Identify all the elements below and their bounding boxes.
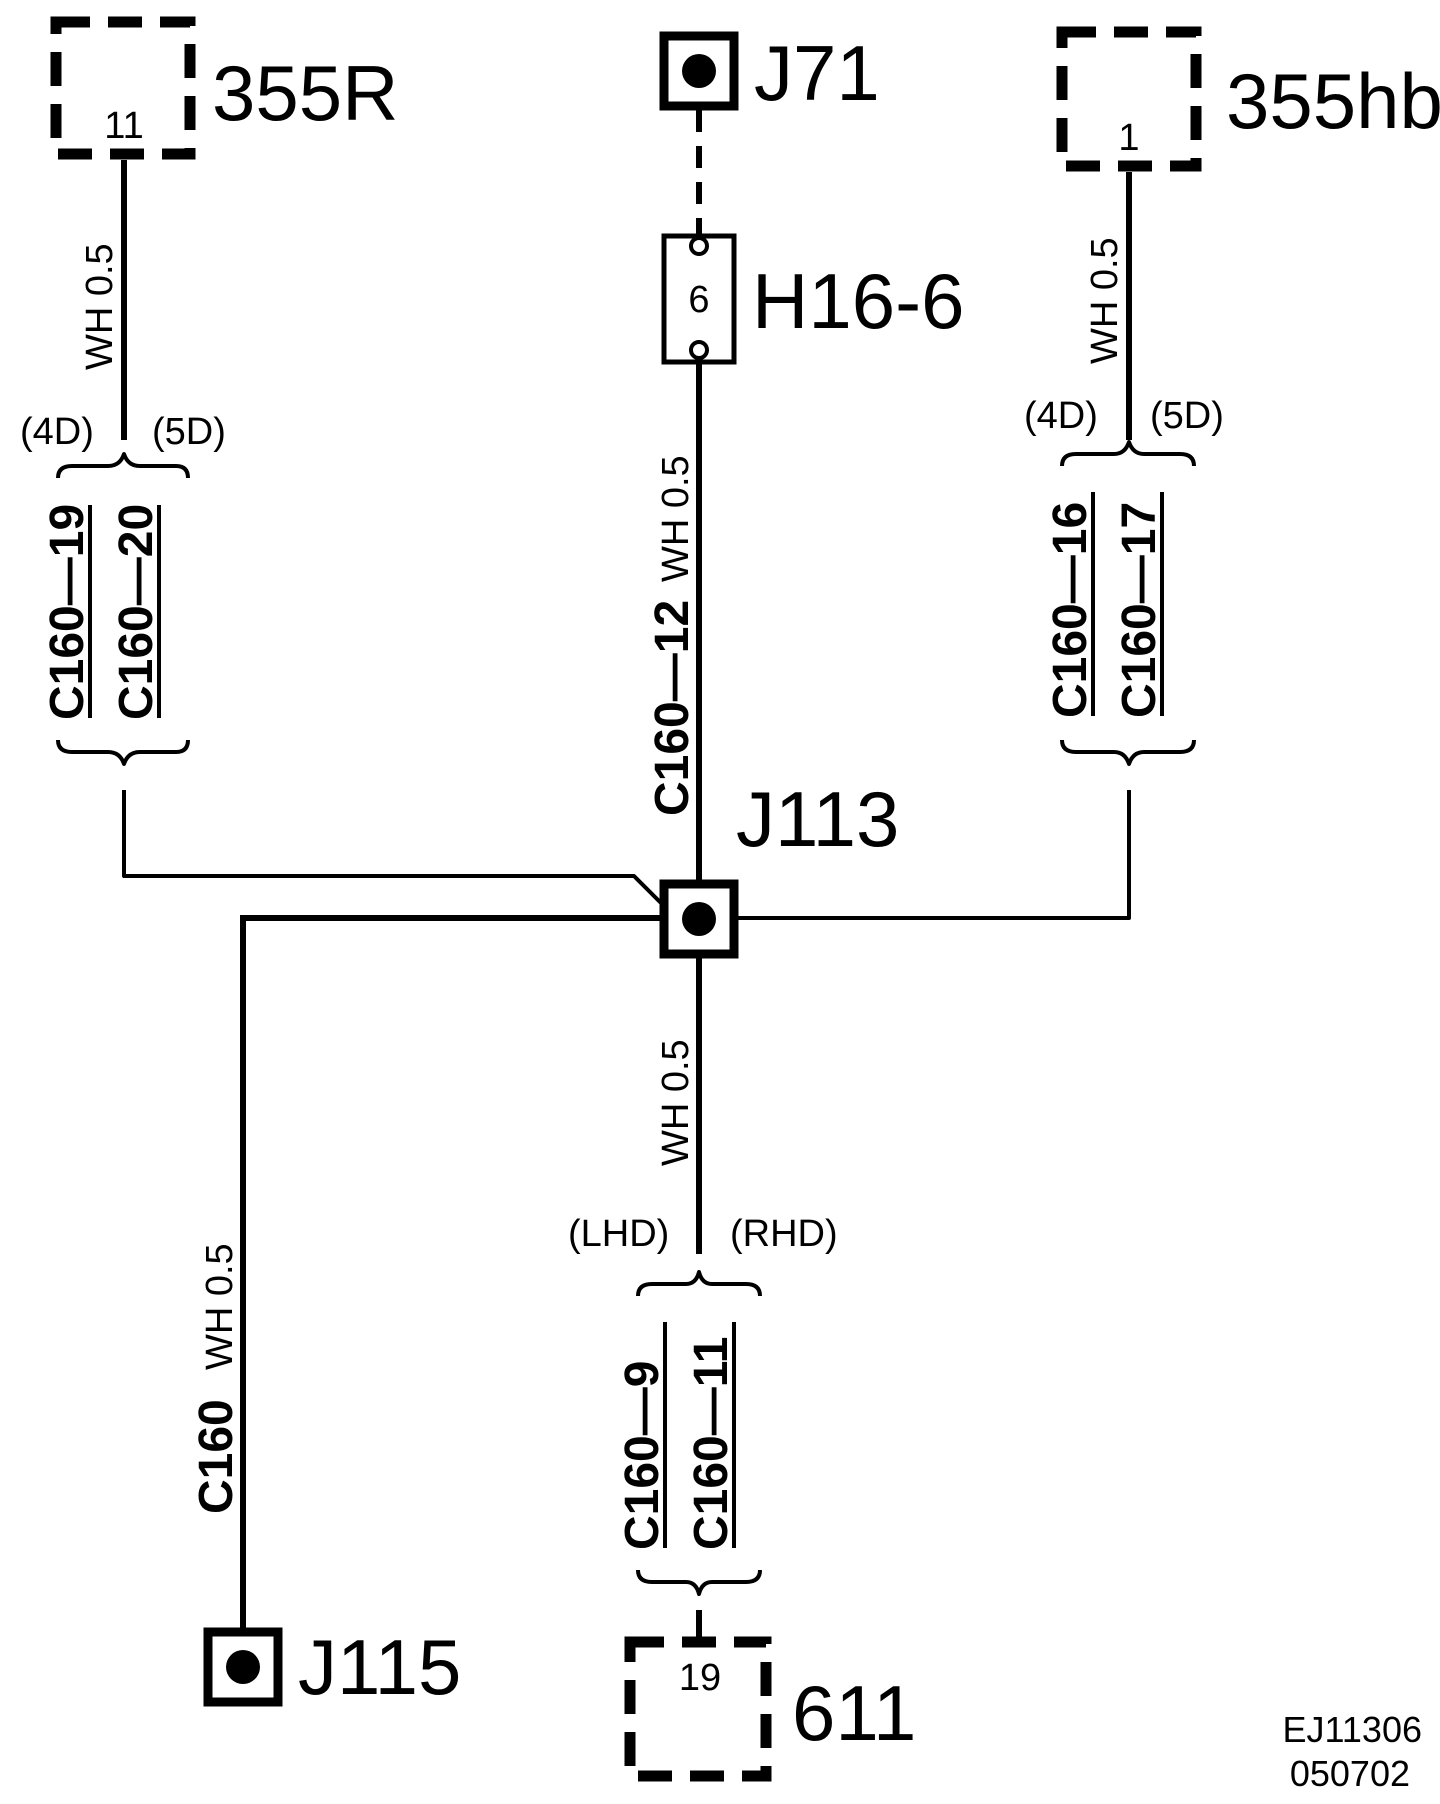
- bracket-left-bottom: [56, 739, 190, 766]
- bracket-right-bottom: [1060, 739, 1196, 766]
- component-j113-label: J113: [736, 775, 899, 863]
- connector-c160-j115: C160: [190, 1399, 243, 1514]
- connector-c160-9: C160—9: [616, 1322, 669, 1550]
- component-611-box: [624, 1636, 772, 1782]
- connector-c160-11: C160—11: [685, 1322, 738, 1550]
- bracket-left-top: [56, 452, 190, 479]
- component-j115: J115: [203, 1623, 461, 1711]
- component-j113-dot: [682, 902, 716, 936]
- component-j115-dot: [226, 1650, 260, 1684]
- terminal-top: [689, 236, 709, 256]
- svg-text:C160—9: C160—9: [616, 1361, 669, 1550]
- figure-code-line2: 050702: [1290, 1753, 1410, 1794]
- svg-text:C160—20: C160—20: [110, 504, 163, 720]
- bracket-right-top: [1060, 440, 1196, 467]
- component-355r-label: 355R: [212, 49, 398, 137]
- wire-right-to-j113: [734, 790, 1131, 920]
- component-h16-6-pin: 6: [688, 279, 709, 321]
- terminal-bottom: [689, 340, 709, 360]
- figure-code-line1: EJ11306: [1283, 1709, 1422, 1750]
- component-355hb-box: [1056, 26, 1202, 172]
- component-j71-dot: [682, 54, 716, 88]
- component-355hb-pin: 1: [1118, 117, 1139, 159]
- wire-label-j115: WH 0.5: [199, 1243, 241, 1370]
- connector-c160-20: C160—20: [110, 504, 163, 720]
- connector-c160-17: C160—17: [1113, 492, 1166, 718]
- svg-text:C160—11: C160—11: [685, 1337, 738, 1551]
- component-611: 19 611: [624, 1636, 916, 1782]
- variant-left-4d: (4D): [20, 411, 94, 453]
- component-355hb-label: 355hb: [1226, 57, 1440, 145]
- bracket-bottom-bottom: [636, 1569, 762, 1596]
- wire-label-center-bottom: WH 0.5: [655, 1039, 697, 1166]
- wire-left-to-j113: [122, 790, 678, 920]
- component-j115-label: J115: [298, 1623, 461, 1711]
- connector-c160-16: C160—16: [1044, 492, 1097, 718]
- connector-c160-12: C160—12: [646, 600, 699, 816]
- variant-right-5d: (5D): [1150, 395, 1224, 437]
- svg-text:C160—17: C160—17: [1113, 502, 1166, 718]
- component-355r: 11 355R: [50, 16, 398, 160]
- component-h16-6: 6 H16-6: [661, 233, 964, 365]
- component-j71-label: J71: [754, 29, 880, 117]
- svg-text:C160—19: C160—19: [41, 504, 94, 720]
- svg-text:C160—16: C160—16: [1044, 502, 1097, 718]
- wire-label-left-top: WH 0.5: [79, 243, 121, 370]
- wire-label-right-top: WH 0.5: [1084, 237, 1126, 364]
- component-611-label: 611: [792, 1669, 916, 1757]
- component-j71: J71: [659, 29, 880, 117]
- wire-label-center-top: WH 0.5: [655, 455, 697, 582]
- variant-bottom-rhd: (RHD): [730, 1213, 838, 1255]
- component-355hb: 1 355hb: [1056, 26, 1440, 172]
- component-611-pin: 19: [679, 1657, 721, 1699]
- component-h16-6-label: H16-6: [752, 257, 964, 345]
- variant-bottom-lhd: (LHD): [568, 1213, 669, 1255]
- variant-right-4d: (4D): [1024, 395, 1098, 437]
- component-355r-pin: 11: [104, 105, 143, 147]
- component-355r-box: [50, 16, 196, 160]
- bracket-bottom-top: [636, 1270, 762, 1297]
- connector-c160-19: C160—19: [41, 504, 94, 720]
- variant-left-5d: (5D): [152, 411, 226, 453]
- component-j113: [659, 879, 739, 959]
